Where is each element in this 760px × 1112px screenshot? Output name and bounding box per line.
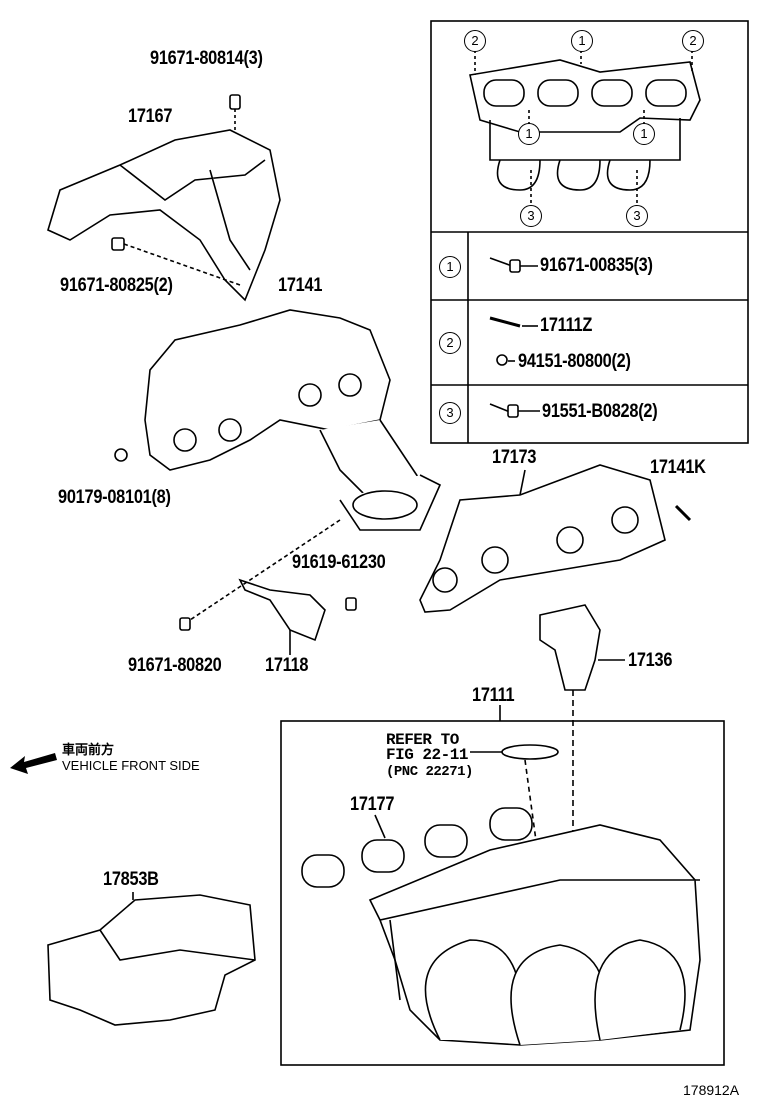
row-key-1: 1: [439, 256, 461, 278]
refer-line3: (PNC 22271): [386, 764, 473, 780]
marker-3: 3: [626, 205, 648, 227]
heat-insulator-17167: [47, 94, 281, 302]
direction-en: VEHICLE FRONT SIDE: [62, 758, 200, 773]
inset-part-17111Z: 17111Z: [540, 315, 593, 336]
figure-id: 178912A: [683, 1082, 740, 1098]
label-17136: 17136: [628, 650, 673, 671]
inset-manifold-drawing: [469, 50, 701, 205]
marker-1: 1: [518, 123, 540, 145]
inset-part-91551-B0828: 91551-B0828(2): [542, 401, 658, 422]
intake-manifold-box: [280, 720, 725, 1066]
label-91671-80820: 91671-80820: [128, 655, 222, 676]
inset-bolts: [489, 257, 540, 418]
gasket-17173: [419, 464, 692, 613]
marker-2: 2: [682, 30, 704, 52]
intake-manifold-17111: [368, 824, 701, 1046]
part-17853B: [47, 892, 256, 1026]
direction-jp: 車両前方: [62, 742, 115, 757]
refer-line1: REFER TO: [386, 731, 459, 749]
label-17141K: 17141K: [650, 457, 706, 478]
row-key-2: 2: [439, 332, 461, 354]
label-17111: 17111: [472, 685, 515, 706]
label-17167: 17167: [128, 106, 173, 127]
marker-1: 1: [633, 123, 655, 145]
marker-3: 3: [520, 205, 542, 227]
refer-line2: FIG 22-11: [386, 746, 468, 764]
inset-part-94151-80800: 94151-80800(2): [518, 351, 631, 372]
front-arrow-icon: [10, 753, 57, 774]
label-17118: 17118: [265, 655, 309, 676]
gasket-17177: [301, 807, 533, 888]
label-17141: 17141: [278, 275, 323, 296]
label-17173: 17173: [492, 447, 537, 468]
marker-2: 2: [464, 30, 486, 52]
inset-part-91671-00835: 91671-00835(3): [540, 255, 653, 276]
stay-17118: [179, 519, 357, 655]
row-key-3: 3: [439, 402, 461, 424]
label-91671-80814: 91671-80814(3): [150, 48, 263, 69]
exhaust-manifold-17141: [114, 309, 442, 531]
label-91619-61230: 91619-61230: [292, 552, 386, 573]
label-91671-80825: 91671-80825(2): [60, 275, 173, 296]
label-17177: 17177: [350, 794, 395, 815]
label-90179-08101: 90179-08101(8): [58, 487, 171, 508]
marker-1: 1: [571, 30, 593, 52]
label-17853B: 17853B: [103, 869, 159, 890]
